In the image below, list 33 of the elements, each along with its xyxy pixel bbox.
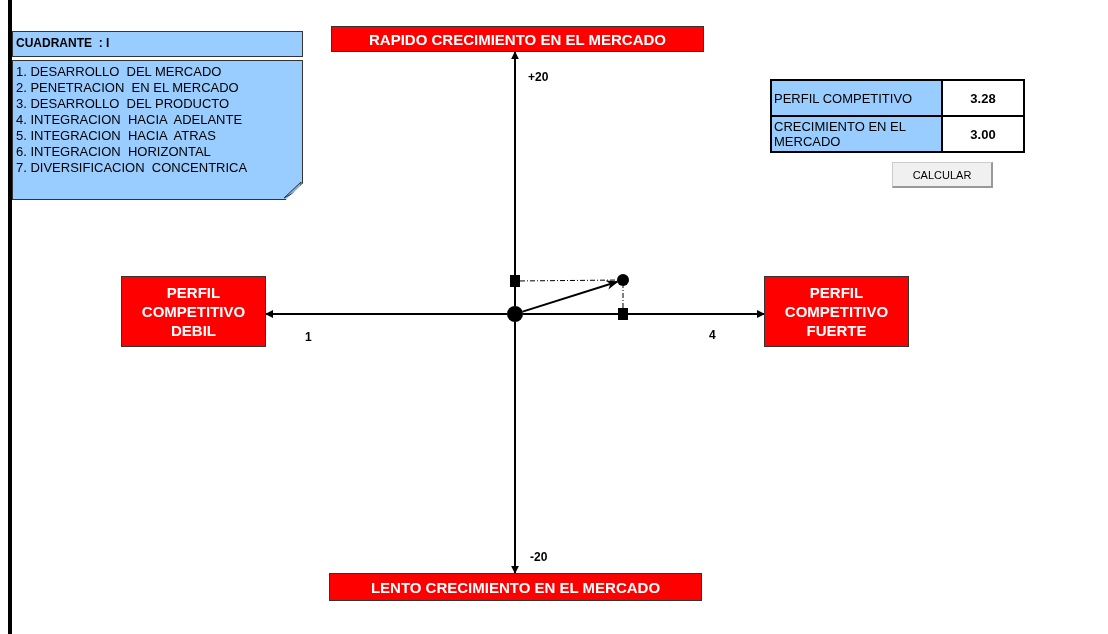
- axis-label-box: PERFIL COMPETITIVO FUERTE: [764, 276, 909, 347]
- point-marker: [617, 274, 629, 286]
- list-item: 1. DESARROLLO DEL MERCADO: [16, 64, 223, 80]
- table-cell: 3.00: [942, 116, 1024, 152]
- axis-arrow: [265, 310, 508, 318]
- axis-arrow: [522, 310, 765, 318]
- axis-arrow: [511, 321, 519, 574]
- table-cell: PERFIL COMPETITIVO: [771, 80, 942, 116]
- table-cell: 3.28: [942, 80, 1024, 116]
- point-marker: [507, 306, 523, 322]
- calculate-button: CALCULAR: [892, 162, 993, 188]
- list-item: 3. DESARROLLO DEL PRODUCTO: [16, 96, 231, 112]
- header-box: CUADRANTE : I: [12, 31, 303, 57]
- axis-label-box: PERFIL COMPETITIVO DEBIL: [121, 276, 266, 347]
- tick-label: 4: [709, 328, 716, 342]
- list-item: 5. INTEGRACION HACIA ATRAS: [16, 128, 217, 144]
- arrow: [521, 280, 619, 313]
- tick-label: -20: [530, 550, 548, 564]
- square-marker: [618, 308, 628, 320]
- table-cell: CRECIMIENTO EN EL MERCADO: [771, 116, 942, 152]
- note-box: [12, 60, 303, 200]
- square-marker: [510, 275, 520, 287]
- tick-label: +20: [528, 70, 549, 84]
- list-item: 6. INTEGRACION HORIZONTAL: [16, 144, 212, 160]
- quadrant-title-box: RAPIDO CRECIMIENTO EN EL MERCADO: [331, 26, 704, 52]
- axis-arrow: [511, 51, 519, 307]
- quadrant-title-box: LENTO CRECIMIENTO EN EL MERCADO: [329, 573, 702, 601]
- list-item: 4. INTEGRACION HACIA ADELANTE: [16, 112, 244, 128]
- tick-label: 1: [305, 330, 312, 344]
- guide-line: [519, 279, 618, 282]
- list-item: 7. DIVERSIFICACION CONCENTRICA: [16, 160, 249, 176]
- list-item: 2. PENETRACION EN EL MERCADO: [16, 80, 240, 96]
- guide-line: [622, 285, 624, 309]
